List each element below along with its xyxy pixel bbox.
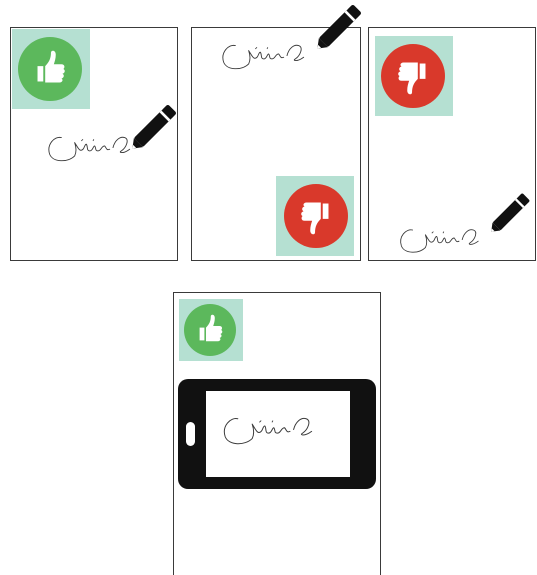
document-page-top-right: [368, 27, 536, 261]
phone-screen: [206, 391, 350, 477]
pen-icon: [483, 184, 537, 240]
signature: [393, 222, 493, 258]
document-page-top-middle: [191, 27, 361, 261]
pen-icon: [308, 0, 372, 58]
document-page-bottom-center: [173, 292, 381, 575]
pen-icon: [123, 94, 187, 158]
rejection-badge: [375, 36, 453, 116]
approval-badge: [179, 299, 243, 361]
signature: [217, 36, 317, 76]
phone-button: [186, 422, 195, 446]
approval-badge: [12, 29, 90, 109]
phone-icon: [178, 379, 376, 489]
document-page-top-left: [10, 27, 178, 261]
rejection-badge: [276, 176, 354, 256]
